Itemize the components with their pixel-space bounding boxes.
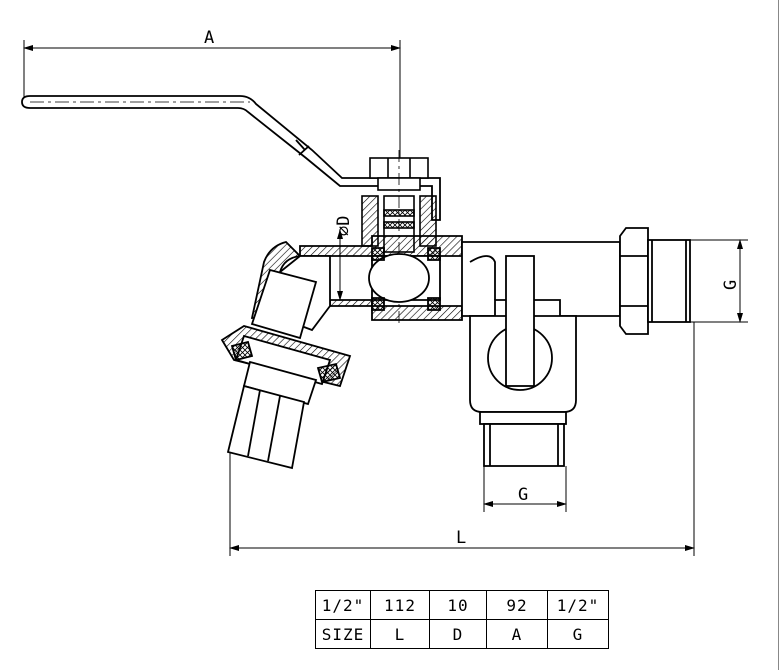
right-hex-nut [619,227,691,335]
spec-a-value: 92 [486,590,548,620]
dimension-a [23,40,401,158]
spec-a-header: A [486,619,548,649]
lever-handle [21,95,441,221]
spec-d-header: D [429,619,487,649]
spec-d-value: 10 [429,590,487,620]
left-coupling [220,325,352,388]
lower-outlet [469,255,577,467]
right-pipe [461,241,621,317]
left-spout [250,241,331,340]
spec-l-value: 112 [370,590,430,620]
dimension-g-right-label: G [721,280,741,290]
dimension-g-bottom [483,466,567,512]
page-border [778,0,779,670]
dimension-l [229,322,695,556]
dimension-d-label: ⌀D [334,216,354,236]
dimension-g-right [690,239,748,323]
spec-size-value: 1/2" [315,590,371,620]
spec-values-row: 1/2" 112 10 92 1/2" [315,590,609,620]
spec-headers-row: SIZE L D A G [315,619,609,649]
spec-g-header: G [547,619,609,649]
dimension-g-bottom-label: G [518,485,528,505]
dimension-l-label: L [456,528,466,548]
valve-body [299,235,463,321]
hose-connector [226,360,318,470]
spec-g-value: 1/2" [547,590,609,620]
spec-table: 1/2" 112 10 92 1/2" SIZE L D A G [315,590,609,649]
spec-size-header: SIZE [315,619,371,649]
dimension-a-label: A [204,28,214,48]
spec-l-header: L [370,619,430,649]
